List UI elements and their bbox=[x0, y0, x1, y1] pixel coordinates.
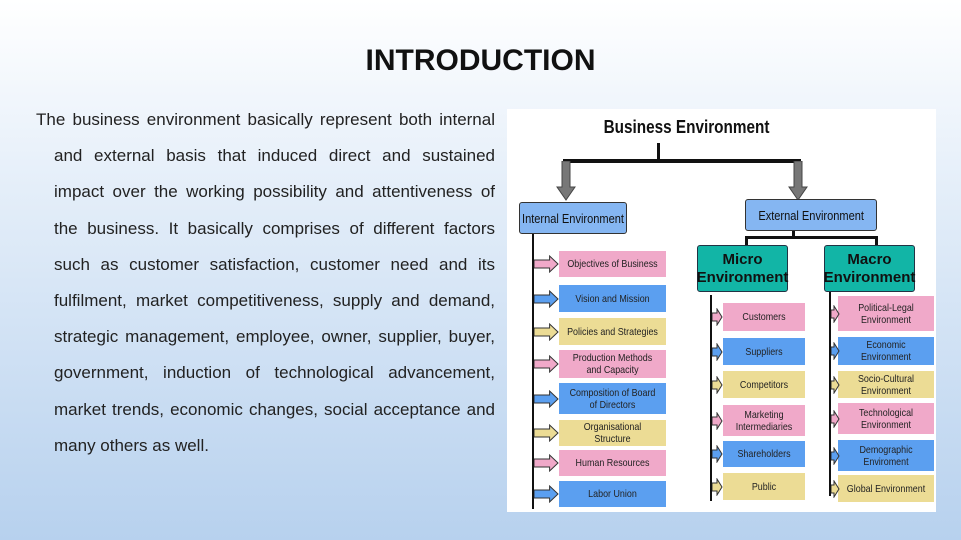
right-arrow-icon bbox=[831, 375, 840, 394]
internal-factor-box: Production Methods and Capacity bbox=[559, 350, 666, 378]
right-arrow-icon bbox=[831, 409, 840, 428]
internal-factor-box: Objectives of Business bbox=[559, 251, 666, 277]
external-environment-box: External Environment bbox=[745, 199, 877, 231]
right-arrow-icon bbox=[712, 308, 723, 326]
right-arrow-icon bbox=[831, 342, 840, 360]
business-environment-diagram: Business Environment Internal Environmen… bbox=[507, 109, 936, 512]
macro-factor-box: Political-Legal Environment bbox=[838, 296, 934, 331]
diagram-title: Business Environment bbox=[603, 117, 770, 137]
slide-title: INTRODUCTION bbox=[365, 44, 596, 77]
micro-factor-box: Competitors bbox=[723, 371, 805, 398]
right-arrow-icon bbox=[712, 477, 723, 496]
connector bbox=[875, 236, 878, 246]
right-arrow-icon bbox=[534, 322, 559, 341]
macro-spine bbox=[829, 292, 831, 496]
internal-factor-box: Policies and Strategies bbox=[559, 318, 666, 345]
right-arrow-icon bbox=[831, 304, 840, 323]
right-arrow-icon bbox=[712, 375, 723, 394]
macro-factor-box: Global Environment bbox=[838, 475, 934, 502]
slide-body-text: The business environment basically repre… bbox=[36, 110, 495, 455]
internal-spine bbox=[532, 234, 534, 509]
connector bbox=[563, 159, 801, 163]
right-arrow-icon bbox=[534, 355, 559, 373]
internal-factor-box: Organisational Structure bbox=[559, 420, 666, 446]
right-arrow-icon bbox=[831, 446, 840, 465]
micro-factor-box: Suppliers bbox=[723, 338, 805, 365]
micro-factor-box: Marketing Intermediaries bbox=[723, 405, 805, 436]
macro-factor-box: Technological Environment bbox=[838, 403, 934, 434]
micro-factor-box: Customers bbox=[723, 303, 805, 331]
right-arrow-icon bbox=[831, 479, 840, 498]
internal-environment-box: Internal Environment bbox=[519, 202, 627, 234]
connector bbox=[745, 236, 748, 246]
macro-factor-box: Socio-Cultural Environment bbox=[838, 371, 934, 398]
connector bbox=[657, 143, 660, 161]
micro-factor-box: Public bbox=[723, 473, 805, 500]
macro-factor-box: Economic Environment bbox=[838, 337, 934, 365]
micro-spine bbox=[710, 295, 712, 501]
right-arrow-icon bbox=[712, 342, 723, 361]
internal-factor-box: Vision and Mission bbox=[559, 285, 666, 312]
right-arrow-icon bbox=[534, 289, 559, 308]
right-arrow-icon bbox=[712, 411, 723, 430]
macro-environment-box: Macro Environment bbox=[824, 245, 915, 292]
down-arrow-icon bbox=[556, 161, 576, 201]
micro-environment-box: Micro Environment bbox=[697, 245, 788, 292]
right-arrow-icon bbox=[534, 255, 559, 273]
right-arrow-icon bbox=[534, 485, 559, 503]
right-arrow-icon bbox=[712, 445, 723, 463]
connector bbox=[745, 236, 878, 239]
internal-factor-box: Human Resources bbox=[559, 450, 666, 476]
internal-factor-box: Composition of Board of Directors bbox=[559, 383, 666, 414]
micro-factor-box: Shareholders bbox=[723, 441, 805, 467]
down-arrow-icon bbox=[788, 161, 808, 201]
macro-factor-box: Demographic Enviroment bbox=[838, 440, 934, 471]
connector bbox=[792, 231, 795, 237]
internal-factor-box: Labor Union bbox=[559, 481, 666, 507]
right-arrow-icon bbox=[534, 389, 559, 408]
right-arrow-icon bbox=[534, 424, 559, 442]
right-arrow-icon bbox=[534, 454, 559, 472]
